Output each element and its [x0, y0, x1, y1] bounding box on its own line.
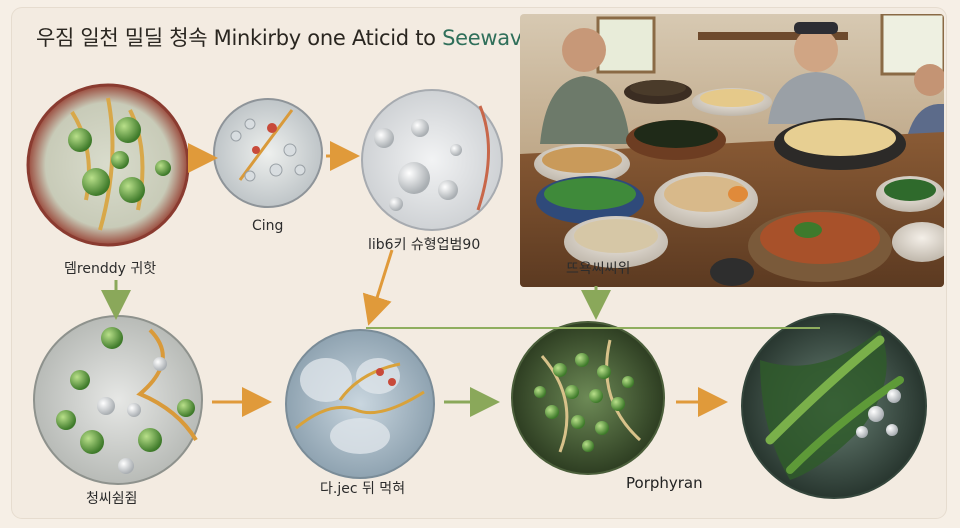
label-tissue: 뎀renddy 귀핫: [64, 261, 157, 277]
person-left: [540, 28, 630, 144]
arrow-bubbles-down: [362, 249, 394, 326]
stage-droplets-circle: [33, 315, 203, 485]
label-clusters: 다.jec 뒤 먹혀: [320, 481, 406, 497]
photo-shelf: [698, 32, 848, 40]
photo-caption: 뜨욕씨씨위: [566, 261, 631, 277]
stage-cells-circle: [213, 98, 323, 208]
label-seaweed: Porphyran: [626, 474, 703, 492]
label-bubbles: lib6키 슈형업범90: [368, 237, 481, 253]
dish-bowls: [534, 80, 944, 286]
stage-clusters-circle: [285, 329, 435, 479]
person-center: [768, 22, 866, 124]
photo-window-right: [880, 14, 944, 76]
meal-photo: [520, 14, 944, 287]
label-cells: Cing: [252, 218, 284, 234]
stage-seaweed-circle: [741, 313, 927, 499]
stage-tissue-circle: [26, 83, 190, 247]
stage-bubbles-circle: [361, 89, 503, 231]
stage-spheres-circle: [511, 321, 665, 475]
label-droplets: 청씨쉼쥠: [86, 491, 138, 507]
